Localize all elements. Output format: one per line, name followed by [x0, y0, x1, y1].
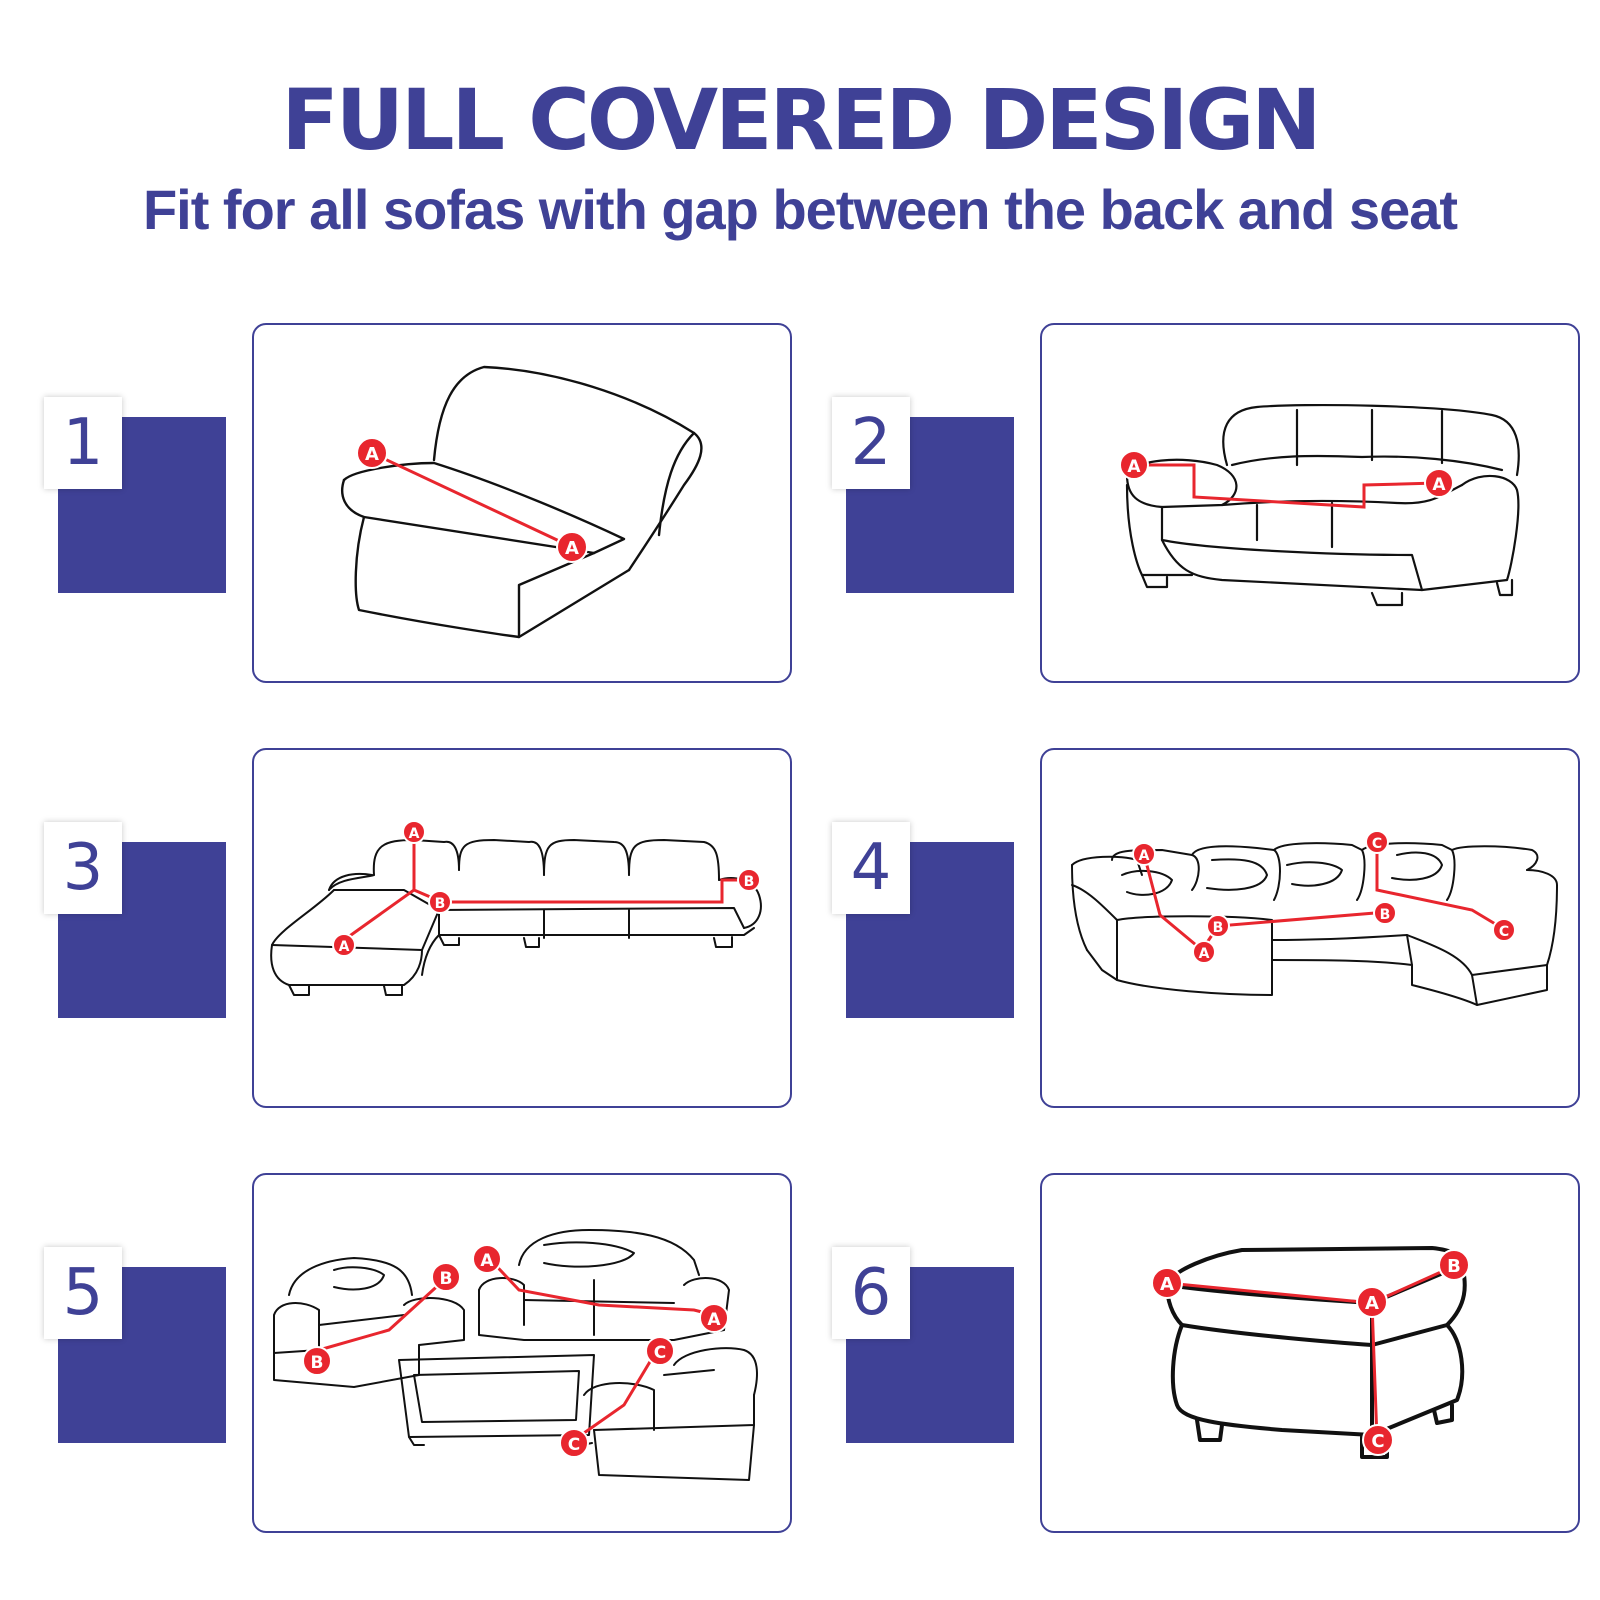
- svg-text:A: A: [565, 538, 579, 559]
- marker-c-icon: C: [1492, 918, 1516, 942]
- item-label: Armchair: [932, 610, 1045, 642]
- marker-b-icon: B: [1373, 901, 1397, 925]
- marker-b-icon: B: [1438, 1249, 1470, 1281]
- corner-sofa-icon: A A B B C: [1071, 830, 1558, 1006]
- marker-c-icon: C: [559, 1428, 589, 1458]
- svg-text:A: A: [365, 444, 379, 465]
- row-2: L-Shaped Sofa 3: [0, 748, 1600, 1144]
- marker-a-icon: A: [699, 1303, 729, 1333]
- marker-c-icon: C: [1365, 830, 1389, 854]
- marker-a-icon: A: [1192, 940, 1216, 964]
- item-number: 2: [832, 397, 910, 489]
- armless-sofa-illustration: A A: [252, 323, 792, 683]
- svg-text:B: B: [744, 874, 755, 890]
- card-corner-sofa: L-Shaped Sofa with an Additional Corner …: [788, 748, 1588, 1144]
- sectional-sofa-icon: A A B B C: [273, 1229, 758, 1481]
- corner-sofa-illustration: A A B B C: [1040, 748, 1580, 1108]
- svg-text:A: A: [339, 939, 350, 955]
- svg-text:C: C: [654, 1343, 666, 1363]
- svg-text:A: A: [1199, 946, 1210, 962]
- marker-b-icon: B: [1206, 914, 1230, 938]
- marker-a-icon: A: [332, 933, 356, 957]
- item-number: 5: [44, 1247, 122, 1339]
- footstool-icon: A A B C: [1151, 1246, 1470, 1459]
- item-number: 3: [44, 822, 122, 914]
- l-shaped-sofa-icon: A A B B: [270, 820, 762, 996]
- svg-text:A: A: [1365, 1293, 1379, 1314]
- item-label: Armless Sofa: [144, 608, 246, 671]
- marker-a-icon: A: [556, 531, 588, 563]
- svg-text:C: C: [568, 1435, 580, 1455]
- svg-text:B: B: [440, 1269, 453, 1289]
- marker-b-icon: B: [737, 868, 761, 892]
- l-shaped-sofa-illustration: A A B B: [252, 748, 792, 1108]
- svg-text:A: A: [707, 1310, 721, 1330]
- svg-text:A: A: [1127, 457, 1141, 477]
- marker-a-icon: A: [1132, 842, 1156, 866]
- item-label: Sectional Sofa: [144, 1458, 259, 1521]
- card-armless-sofa: Armless Sofa 1 A: [0, 323, 800, 685]
- sectional-sofa-illustration: A A B B C: [252, 1173, 792, 1533]
- marker-a-icon: A: [1119, 450, 1149, 480]
- svg-text:B: B: [1447, 1256, 1461, 1277]
- armchair-illustration: A A: [1040, 323, 1580, 683]
- svg-text:C: C: [1499, 924, 1509, 940]
- svg-text:A: A: [1432, 475, 1446, 495]
- svg-text:B: B: [1213, 920, 1224, 936]
- svg-text:A: A: [1160, 1274, 1174, 1295]
- svg-text:B: B: [1380, 907, 1391, 923]
- marker-c-icon: C: [645, 1336, 675, 1366]
- svg-text:B: B: [435, 896, 446, 912]
- marker-a-icon: A: [1424, 468, 1454, 498]
- page-subtitle: Fit for all sofas with gap between the b…: [142, 178, 1458, 241]
- marker-a-icon: A: [472, 1244, 502, 1274]
- item-label: L-Shaped Sofa with an Additional Corner …: [932, 1060, 1073, 1144]
- row-3: Sectional Sofa 5: [0, 1173, 1600, 1535]
- row-1: Armless Sofa 1 A: [0, 323, 1600, 685]
- armchair-icon: A A: [1119, 403, 1520, 607]
- page-title: FULL COVERED DESIGN: [281, 71, 1321, 169]
- card-sectional-sofa: Sectional Sofa 5: [0, 1173, 800, 1535]
- svg-text:C: C: [1371, 1431, 1384, 1452]
- marker-b-icon: B: [302, 1346, 332, 1376]
- marker-a-icon: A: [402, 820, 426, 844]
- card-footstool: Footstool 6 A: [788, 1173, 1588, 1535]
- svg-text:A: A: [1139, 848, 1150, 864]
- marker-a-icon: A: [1356, 1286, 1388, 1318]
- marker-b-icon: B: [431, 1262, 461, 1292]
- marker-a-icon: A: [1151, 1267, 1183, 1299]
- marker-c-icon: C: [1362, 1424, 1394, 1456]
- svg-text:A: A: [409, 826, 420, 842]
- svg-text:C: C: [1372, 836, 1382, 852]
- item-label: L-Shaped Sofa: [144, 1033, 266, 1096]
- item-label: Footstool: [932, 1460, 1047, 1492]
- card-armchair: Armchair 2: [788, 323, 1588, 685]
- svg-text:A: A: [480, 1251, 494, 1271]
- svg-text:B: B: [311, 1353, 324, 1373]
- marker-a-icon: A: [356, 437, 388, 469]
- marker-b-icon: B: [428, 890, 452, 914]
- item-number: 6: [832, 1247, 910, 1339]
- footstool-illustration: A A B C: [1040, 1173, 1580, 1533]
- item-number: 4: [832, 822, 910, 914]
- armless-sofa-icon: A A: [341, 365, 703, 639]
- item-number: 1: [44, 397, 122, 489]
- card-l-shaped-sofa: L-Shaped Sofa 3: [0, 748, 800, 1110]
